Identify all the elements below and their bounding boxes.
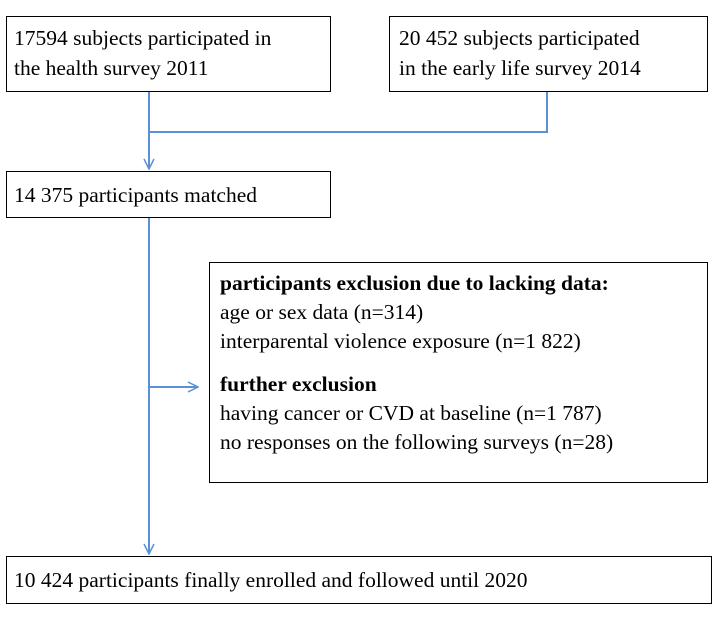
exclusion-item: interparental violence exposure (n=1 822… (220, 329, 581, 353)
exclusion-heading: participants exclusion due to lacking da… (220, 271, 609, 295)
box-text: 17594 subjects participated in (14, 26, 272, 50)
further-exclusion-heading: further exclusion (220, 372, 377, 396)
box-text: 20 452 subjects participated (399, 26, 640, 50)
health-survey-2011-box: 17594 subjects participated in the healt… (6, 16, 331, 92)
exclusion-box: participants exclusion due to lacking da… (209, 262, 708, 483)
box-text: 14 375 participants matched (14, 183, 257, 207)
final-enrolled-box: 10 424 participants finally enrolled and… (6, 556, 712, 604)
box-text: in the early life survey 2014 (399, 56, 641, 80)
participants-matched-box: 14 375 participants matched (6, 171, 331, 218)
box-text: the health survey 2011 (14, 56, 209, 80)
spacer (220, 356, 707, 370)
exclusion-item: having cancer or CVD at baseline (n=1 78… (220, 401, 602, 425)
box-text: 10 424 participants finally enrolled and… (14, 568, 528, 592)
exclusion-item: no responses on the following surveys (n… (220, 430, 614, 454)
early-life-survey-2014-box: 20 452 subjects participated in the earl… (389, 16, 708, 92)
exclusion-item: age or sex data (n=314) (220, 300, 424, 324)
